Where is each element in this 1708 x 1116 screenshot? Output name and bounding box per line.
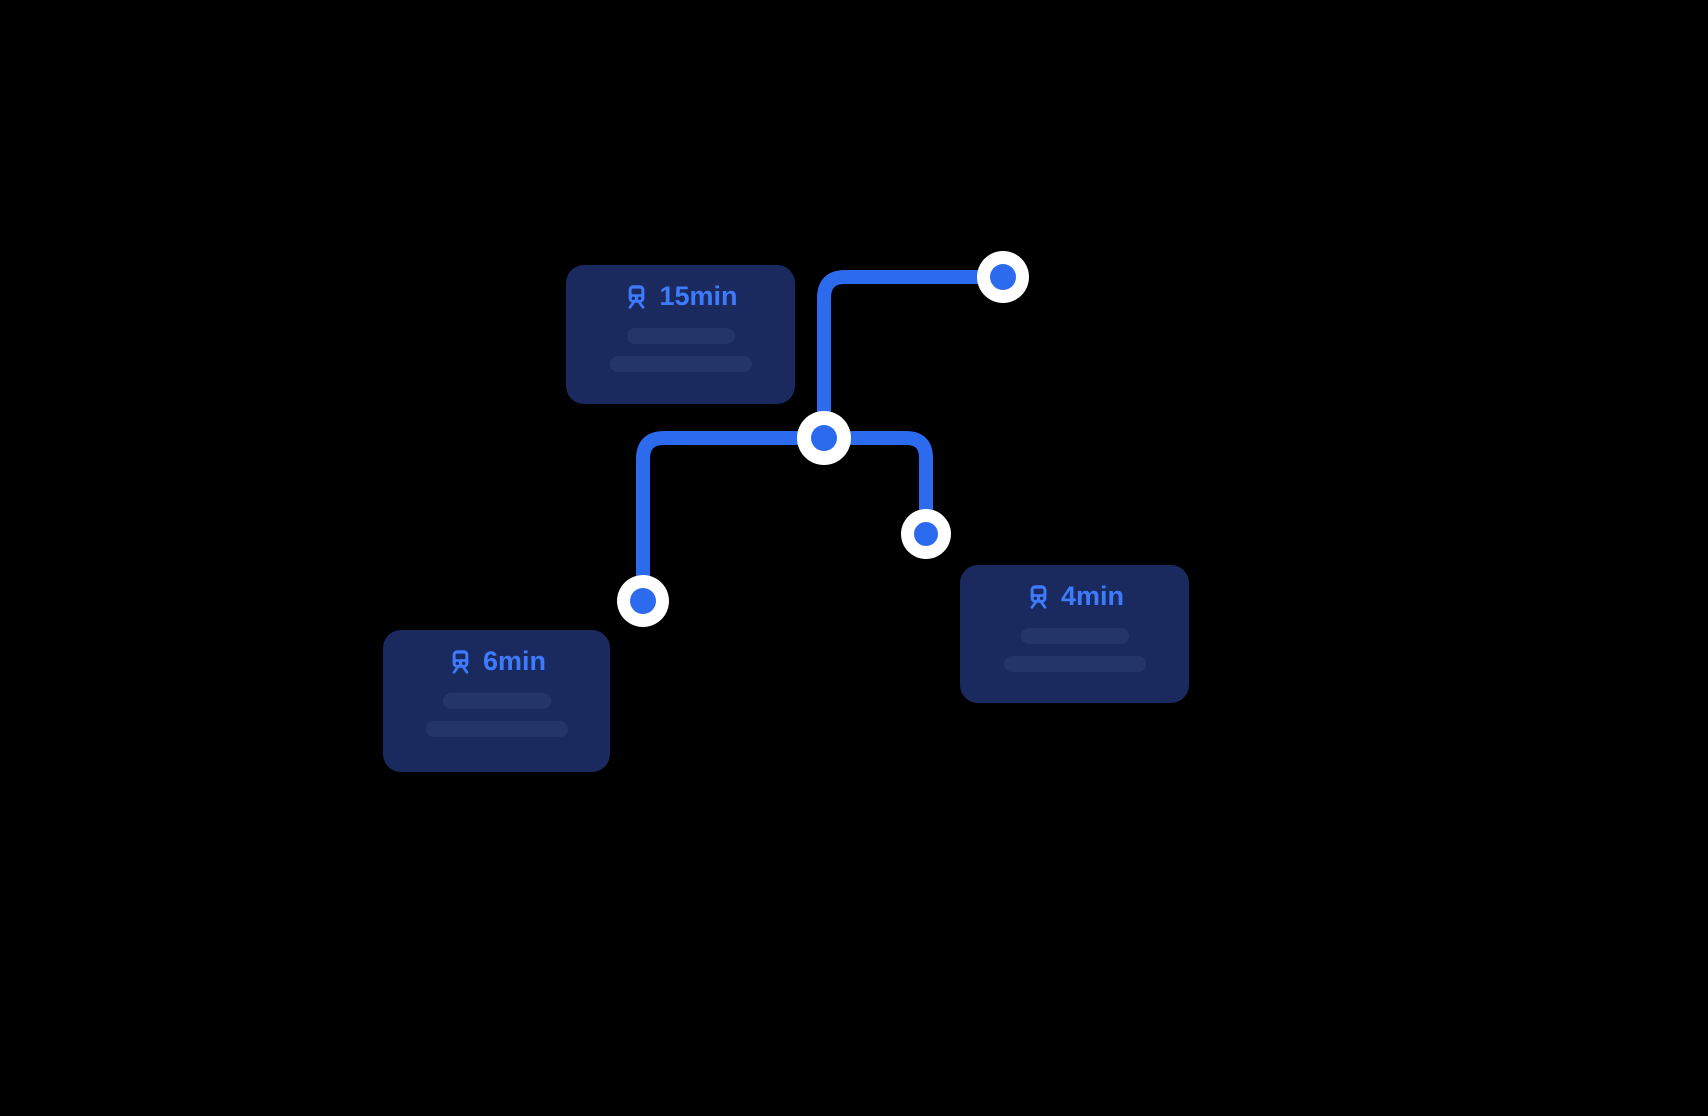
train-icon	[447, 648, 474, 675]
placeholder-bar	[626, 328, 735, 344]
card-title: 4min	[1025, 583, 1124, 610]
placeholder-bar	[425, 721, 568, 737]
card-title: 15min	[623, 281, 738, 311]
train-icon	[623, 283, 650, 310]
route-card-15min[interactable]: 15min	[566, 265, 795, 404]
duration-label: 15min	[659, 281, 738, 311]
station-node-bottom-left[interactable]	[617, 575, 669, 627]
station-node-top-right[interactable]	[977, 251, 1029, 303]
route-card-4min[interactable]: 4min	[960, 565, 1189, 703]
card-title: 6min	[447, 648, 546, 675]
station-node-junction[interactable]	[797, 411, 851, 465]
route-segment-junction-to-bottomleft	[636, 431, 831, 608]
duration-label: 4min	[1060, 581, 1125, 611]
train-icon	[1025, 583, 1052, 610]
placeholder-bar	[442, 693, 551, 709]
route-card-6min[interactable]: 6min	[383, 630, 610, 772]
station-node-middle-right[interactable]	[901, 509, 951, 559]
placeholder-bar	[1003, 656, 1146, 672]
placeholder-bar	[1020, 628, 1129, 644]
route-segment-topright-to-junction	[817, 270, 1010, 445]
placeholder-bar	[609, 356, 752, 372]
duration-label: 6min	[482, 646, 547, 676]
route-segment-junction-to-middleright	[817, 431, 933, 541]
